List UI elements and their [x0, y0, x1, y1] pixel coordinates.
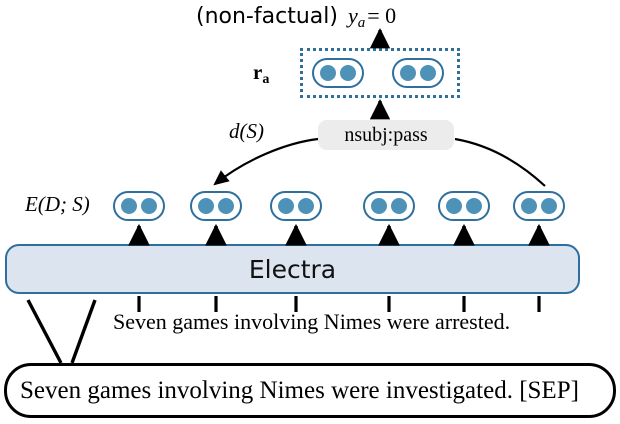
document-sentence-text: Seven games involving Nimes were arreste… [113, 309, 511, 334]
ra-subscript: a [262, 72, 270, 87]
arrow-pill-to-eds-capsule-2 [213, 137, 319, 186]
electra-to-eds-arrows [128, 223, 550, 246]
eds-capsule-2 [190, 191, 242, 221]
ra-vector-label: ra [253, 62, 269, 87]
ya-subscript: a [357, 15, 366, 31]
ds-dependency-label: d(S) [229, 119, 264, 143]
eds-capsule-4-dot-2 [391, 198, 407, 214]
eds-capsule-1 [113, 191, 165, 221]
ya-variable: y [348, 3, 358, 28]
eds-capsule-2-dot-2 [218, 198, 234, 214]
ra-capsule-2 [392, 58, 444, 88]
relation-pill-nsubj-pass: nsubj:pass [318, 120, 454, 150]
non-factual-annotation: (non-factual) [196, 4, 338, 29]
eds-capsule-3-dot-1 [278, 198, 294, 214]
ra-dotted-container [300, 48, 460, 98]
eds-capsule-5 [438, 191, 490, 221]
ra-variable: r [253, 60, 263, 84]
ra-capsule-2-dot-2 [420, 65, 436, 81]
eds-capsule-2-dot-1 [198, 198, 214, 214]
ya-equation-value: = 0 [367, 3, 397, 28]
ra-capsule-1-dot-1 [320, 65, 336, 81]
ra-capsule-1 [312, 58, 364, 88]
eds-capsule-4-dot-1 [371, 198, 387, 214]
electra-encoder-box: Electra [5, 244, 580, 294]
eds-capsule-5-dot-2 [466, 198, 482, 214]
ra-capsule-2-dot-1 [400, 65, 416, 81]
eds-capsule-4 [363, 191, 415, 221]
ra-capsule-1-dot-2 [340, 65, 356, 81]
eds-capsule-6 [513, 191, 565, 221]
input-sentence-bubble: Seven games involving Nimes were investi… [4, 363, 616, 418]
line-pill-to-eds-capsule-6 [454, 137, 546, 187]
ya-output-label: ya= 0 [348, 5, 396, 31]
eds-embedding-label: E(D; S) [25, 192, 90, 216]
eds-capsule-6-dot-2 [541, 198, 557, 214]
eds-capsule-5-dot-1 [446, 198, 462, 214]
bubble-pointer [26, 299, 97, 364]
eds-capsule-3 [270, 191, 322, 221]
eds-capsule-1-dot-1 [121, 198, 137, 214]
eds-capsule-1-dot-2 [141, 198, 157, 214]
input-sentence-text: Seven games involving Nimes were investi… [20, 376, 579, 404]
eds-capsule-3-dot-2 [298, 198, 314, 214]
eds-capsule-6-dot-1 [521, 198, 537, 214]
